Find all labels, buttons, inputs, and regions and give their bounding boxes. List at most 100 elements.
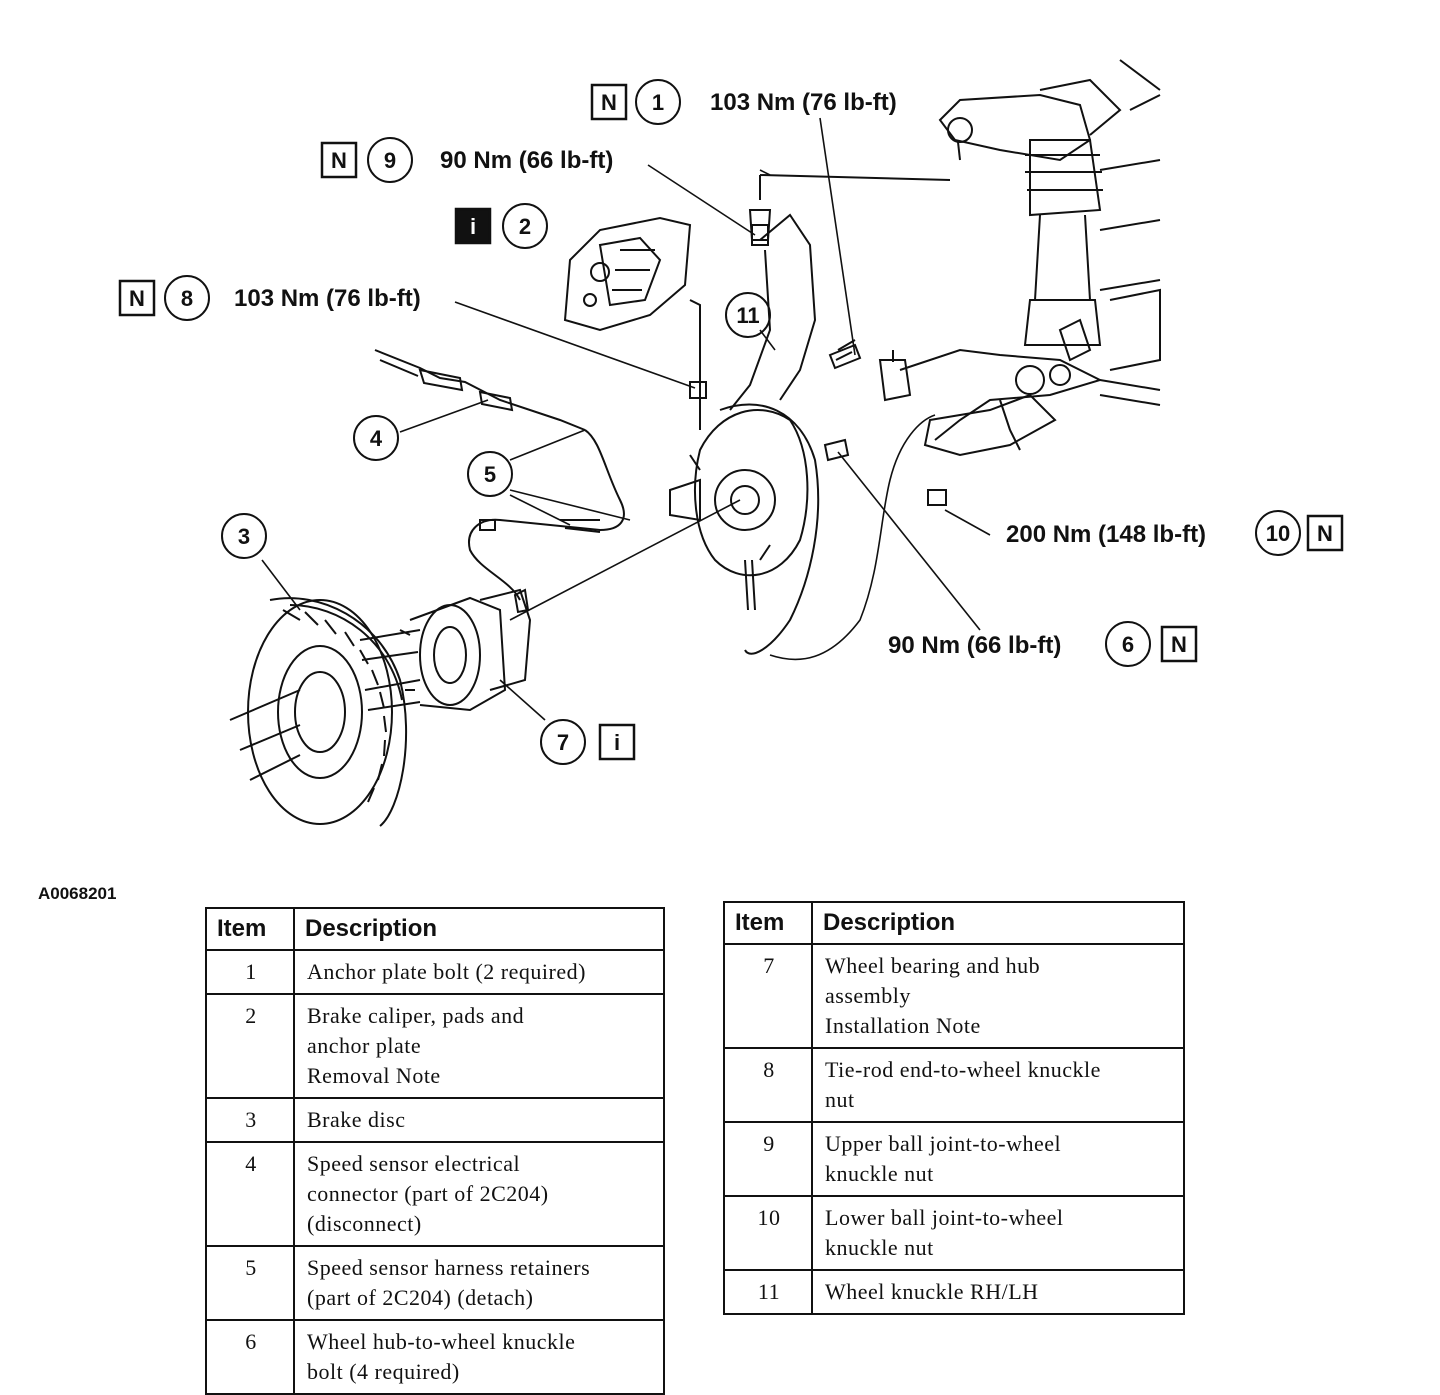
svg-text:9: 9 <box>384 148 396 173</box>
item-number: 1 <box>205 949 295 995</box>
table-row: 6 Wheel hub-to-wheel knuckle bolt (4 requi… <box>205 1319 665 1395</box>
svg-text:10: 10 <box>1266 521 1290 546</box>
description-line: bolt (4 required) <box>307 1359 460 1384</box>
parts-table-right: Item Description 7 Wheel bearing and hub a… <box>723 901 1185 1315</box>
svg-text:200 Nm (148 lb-ft): 200 Nm (148 lb-ft) <box>1006 521 1206 548</box>
header-item: Item <box>205 907 295 951</box>
description-line: Installation Note <box>825 1013 981 1038</box>
item-description: Speed sensor electrical connector (part o… <box>293 1141 665 1247</box>
svg-text:N: N <box>331 148 347 173</box>
table-row: 4 Speed sensor electrical connector (part … <box>205 1141 665 1247</box>
assembly-axis-lines <box>509 169 936 661</box>
svg-text:i: i <box>614 730 620 755</box>
svg-text:3: 3 <box>238 524 250 549</box>
description-line: anchor plate <box>307 1033 422 1058</box>
bolt-icons <box>689 224 947 506</box>
item-number: 2 <box>205 993 295 1099</box>
item-description: Brake disc <box>293 1097 665 1143</box>
svg-text:90 Nm (66 lb-ft): 90 Nm (66 lb-ft) <box>888 632 1061 659</box>
callout-4: 4 <box>353 415 399 461</box>
description-line: nut <box>825 1087 855 1112</box>
svg-text:103 Nm (76 lb-ft): 103 Nm (76 lb-ft) <box>234 285 421 312</box>
item-number: 4 <box>205 1141 295 1247</box>
callout-6: 90 Nm (66 lb-ft) 6 N <box>888 621 1198 667</box>
table-row: 9 Upper ball joint-to-wheel knuckle nut <box>723 1121 1185 1197</box>
lower-control-arm-drawing <box>878 348 1161 457</box>
description-line: (disconnect) <box>307 1211 422 1236</box>
item-description: Lower ball joint-to-wheel knuckle nut <box>811 1195 1185 1271</box>
description-line: Brake caliper, pads and <box>307 1003 525 1028</box>
svg-text:5: 5 <box>484 462 496 487</box>
svg-text:103 Nm (76 lb-ft): 103 Nm (76 lb-ft) <box>710 89 897 116</box>
svg-text:i: i <box>470 214 476 239</box>
callout-5: 5 <box>467 451 513 497</box>
callout-3: 3 <box>221 513 267 559</box>
brake-caliper-drawing <box>563 216 692 332</box>
parts-table-left: Item Description 1 Anchor plate bolt (2 r… <box>205 907 665 1395</box>
svg-text:N: N <box>129 286 145 311</box>
svg-text:8: 8 <box>181 286 193 311</box>
strut-assembly-drawing <box>938 59 1161 371</box>
table-row: 1 Anchor plate bolt (2 required) <box>205 949 665 995</box>
svg-text:11: 11 <box>736 303 759 328</box>
item-number: 11 <box>723 1269 813 1315</box>
figure-id: A0068201 <box>38 884 117 903</box>
callout-10: 200 Nm (148 lb-ft) 10 N <box>1006 510 1344 556</box>
description-line: Wheel knuckle RH/LH <box>825 1279 1039 1304</box>
description-line: knuckle nut <box>825 1161 934 1186</box>
description-line: Speed sensor electrical <box>307 1151 521 1176</box>
header-description: Description <box>293 907 665 951</box>
svg-text:90 Nm (66 lb-ft): 90 Nm (66 lb-ft) <box>440 147 613 174</box>
description-line: connector (part of 2C204) <box>307 1181 549 1206</box>
svg-text:1: 1 <box>652 90 664 115</box>
description-line: Anchor plate bolt (2 required) <box>307 959 586 984</box>
description-line: assembly <box>825 983 911 1008</box>
description-line: Wheel bearing and hub <box>825 953 1041 978</box>
item-description: Upper ball joint-to-wheel knuckle nut <box>811 1121 1185 1197</box>
description-line: Speed sensor harness retainers <box>307 1255 591 1280</box>
description-line: Removal Note <box>307 1063 441 1088</box>
leader-lines <box>261 117 991 721</box>
svg-text:6: 6 <box>1122 632 1134 657</box>
table-header-row: Item Description <box>723 901 1185 945</box>
item-number: 3 <box>205 1097 295 1143</box>
callout-9: N 9 90 Nm (66 lb-ft) <box>320 137 613 183</box>
item-description: Wheel hub-to-wheel knuckle bolt (4 requir… <box>293 1319 665 1395</box>
description-line: Upper ball joint-to-wheel <box>825 1131 1062 1156</box>
item-number: 9 <box>723 1121 813 1197</box>
item-description: Wheel knuckle RH/LH <box>811 1269 1185 1315</box>
item-number: 7 <box>723 943 813 1049</box>
speed-sensor-harness-drawing <box>374 349 625 601</box>
item-description: Speed sensor harness retainers (part of 2… <box>293 1245 665 1321</box>
brake-disc-drawing <box>229 597 408 827</box>
item-description: Anchor plate bolt (2 required) <box>293 949 665 995</box>
header-description: Description <box>811 901 1185 945</box>
header-item: Item <box>723 901 813 945</box>
description-line: Wheel hub-to-wheel knuckle <box>307 1329 576 1354</box>
item-number: 8 <box>723 1047 813 1123</box>
callout-8: N 8 103 Nm (76 lb-ft) <box>118 275 421 321</box>
callout-7: 7 i <box>540 719 636 765</box>
description-line: knuckle nut <box>825 1235 934 1260</box>
item-number: 10 <box>723 1195 813 1271</box>
callout-2: i 2 <box>454 203 548 249</box>
svg-text:N: N <box>1317 521 1333 546</box>
svg-text:4: 4 <box>370 426 383 451</box>
description-line: Lower ball joint-to-wheel <box>825 1205 1064 1230</box>
svg-text:7: 7 <box>557 730 569 755</box>
svg-text:2: 2 <box>519 214 531 239</box>
wheel-knuckle-drawing <box>669 174 951 655</box>
description-line: Brake disc <box>307 1107 406 1132</box>
description-line: (part of 2C204) (detach) <box>307 1285 534 1310</box>
callout-11: 11 <box>725 292 771 338</box>
svg-text:N: N <box>601 90 617 115</box>
item-number: 6 <box>205 1319 295 1395</box>
callout-1: N 1 103 Nm (76 lb-ft) <box>590 79 897 125</box>
